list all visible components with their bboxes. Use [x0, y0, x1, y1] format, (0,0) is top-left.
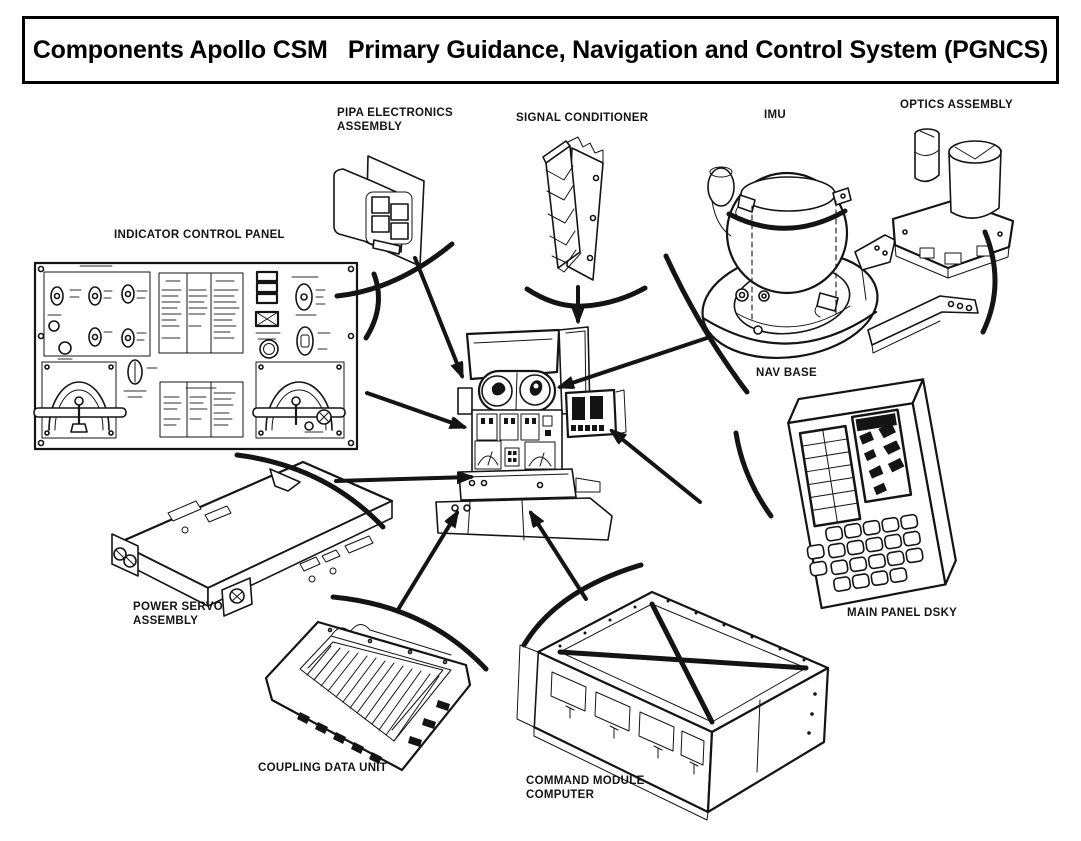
label-power-servo-assembly: POWER SERVO ASSEMBLY: [133, 601, 223, 627]
arrow-imu: [560, 336, 709, 387]
optics-assembly-drawing: [891, 128, 1015, 279]
label-indicator-control-panel: INDICATOR CONTROL PANEL: [114, 229, 285, 241]
cmc-drawing: [516, 590, 830, 821]
arrow-power-servo: [334, 477, 471, 481]
callout-swooshes: [234, 229, 998, 672]
label-optics-assembly: OPTICS ASSEMBLY: [900, 99, 1013, 111]
power-servo-drawing: [111, 460, 394, 617]
indicator-control-panel-drawing: [33, 261, 359, 451]
arrow-main-dsky: [612, 431, 702, 504]
label-main-panel-dsky: MAIN PANEL DSKY: [847, 607, 958, 619]
label-pipa-electronics-assembly: PIPA ELECTRONICS ASSEMBLY: [337, 107, 453, 133]
label-signal-conditioner: SIGNAL CONDITIONER: [516, 112, 649, 124]
label-imu: IMU: [764, 109, 786, 121]
arrow-cmc: [529, 513, 588, 601]
callout-arrows: [334, 256, 709, 610]
page-title: Components Apollo CSM Primary Guidance, …: [32, 35, 1049, 64]
cdu-drawing: [264, 620, 472, 772]
label-coupling-data-unit: COUPLING DATA UNIT: [258, 762, 388, 774]
title-box: Components Apollo CSM Primary Guidance, …: [22, 16, 1059, 84]
gn-station-drawing: [435, 326, 627, 541]
signal-conditioner-drawing: [542, 136, 604, 281]
main-dsky-drawing: [787, 378, 957, 610]
label-nav-base: NAV BASE: [756, 367, 817, 379]
arrow-pipa: [413, 256, 464, 376]
arrow-cdu: [397, 513, 459, 610]
imu-drawing: [707, 166, 852, 321]
arrow-indicator-panel: [365, 391, 464, 429]
label-command-module-computer: COMMAND MODULE COMPUTER: [526, 775, 645, 801]
pipa-electronics-drawing: [333, 155, 425, 267]
